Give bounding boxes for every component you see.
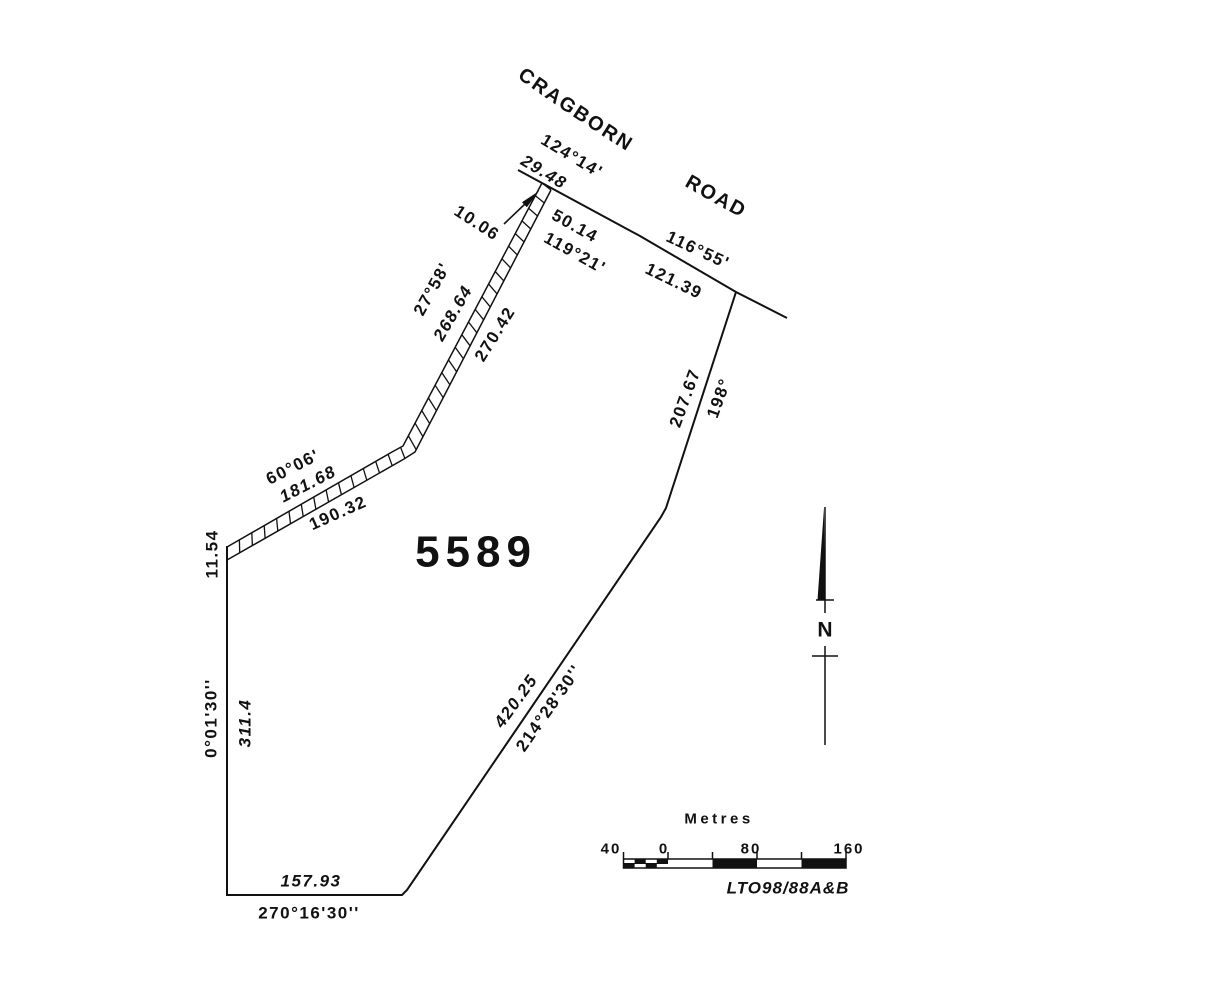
strip-far-edge (226, 182, 543, 548)
scale-tick-40: 40 (601, 841, 622, 858)
scale-tick-80: 80 (741, 841, 762, 858)
parcel-boundary (226, 291, 737, 896)
north-arrow: N (812, 507, 838, 745)
road-seg2-distance-label: 121.39 (642, 259, 705, 303)
north-label: N (817, 619, 832, 642)
scale-tick-0: 0 (659, 841, 669, 858)
plan-reference-label: LTO98/88A&B (727, 879, 850, 898)
leader-arrow (503, 191, 539, 225)
strip-near1-distance-label: 190.32 (306, 492, 369, 534)
road-name-word-2: ROAD (681, 171, 748, 223)
road-seg2-bearing-label: 116°55' (663, 227, 732, 273)
west-bearing-label: 0°01'30'' (202, 678, 221, 758)
scale-bar-title: Metres (684, 811, 753, 828)
parcel-number: 5589 (415, 528, 537, 577)
scale-tick-160: 160 (833, 841, 864, 858)
east-distance-label: 207.67 (666, 366, 705, 430)
strip-road-width-label: 10.06 (451, 201, 503, 244)
road-name-word-1: CRAGBORN (514, 64, 635, 157)
strip-near-edge (226, 189, 552, 561)
scale-bar: Metres 40 0 80 160 LTO98/88A&B (601, 811, 864, 898)
strip-hatching (226, 182, 552, 560)
south-bearing-label: 270°16'30'' (258, 904, 360, 923)
south-distance-label: 157.93 (281, 872, 342, 891)
strip-end-width-label: 11.54 (203, 529, 222, 578)
north-arrow-head (817, 508, 825, 600)
west-distance-label: 311.4 (236, 699, 255, 748)
road-boundary-line (517, 169, 788, 319)
